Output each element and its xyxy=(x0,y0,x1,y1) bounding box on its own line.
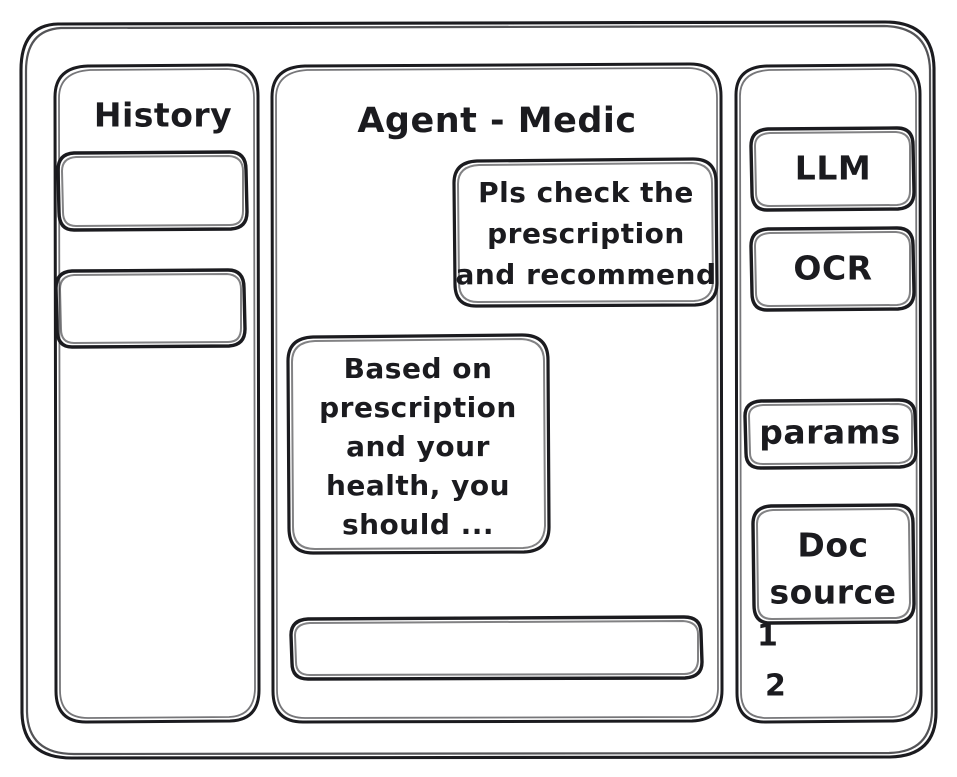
tool-button-ocr-label: OCR xyxy=(793,249,872,288)
tool-button-llm-label: LLM xyxy=(795,149,871,188)
tools-panel xyxy=(734,63,923,724)
message-line: and your xyxy=(346,430,490,463)
window-frame xyxy=(19,20,938,760)
tool-button-llm[interactable]: LLM xyxy=(749,126,916,212)
message-line: Based on xyxy=(344,352,493,385)
message-line: should ... xyxy=(342,508,494,541)
tool-button-params-label: params xyxy=(759,413,900,452)
tool-button-ocr[interactable]: OCR xyxy=(749,226,916,312)
history-title: History xyxy=(94,96,232,135)
doc-source-card[interactable]: Doc source xyxy=(751,503,916,625)
history-item-1[interactable] xyxy=(56,150,249,232)
message-line: health, you xyxy=(326,469,510,502)
message-line: prescription xyxy=(319,391,517,424)
doc-source-entry-1[interactable]: 1 xyxy=(757,619,778,654)
doc-source-entry-2[interactable]: 2 xyxy=(765,669,786,704)
message-line: Pls check the xyxy=(478,176,694,209)
message-line: prescription xyxy=(487,217,685,250)
message-bubble-user: Pls check the prescription and recommend xyxy=(452,157,719,308)
doc-source-line-2: source xyxy=(769,573,896,612)
doc-source-line-1: Doc xyxy=(797,526,868,565)
main-panel xyxy=(270,62,724,724)
message-input[interactable] xyxy=(289,615,704,681)
page-title: Agent - Medic xyxy=(357,101,636,141)
message-line: and recommend xyxy=(455,258,716,291)
history-item-2[interactable] xyxy=(54,268,247,349)
tool-button-params[interactable]: params xyxy=(743,398,918,470)
history-panel xyxy=(53,63,261,724)
message-bubble-agent: Based on prescription and your health, y… xyxy=(286,333,551,555)
